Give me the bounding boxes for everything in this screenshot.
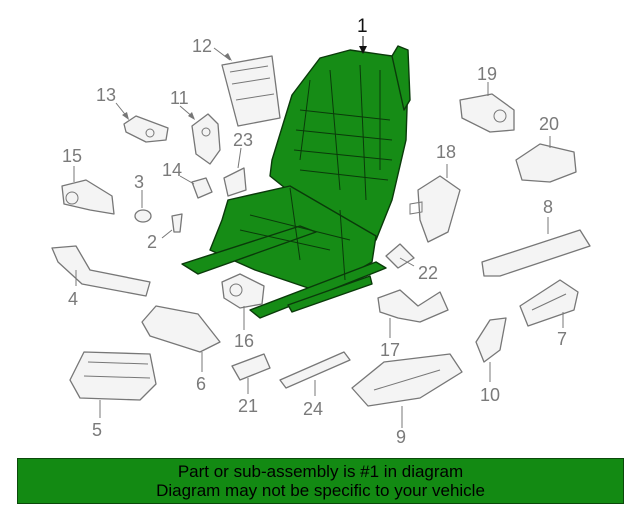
part-12[interactable] — [221, 55, 281, 127]
part-15[interactable] — [61, 179, 115, 215]
callout-24[interactable]: 24 — [303, 399, 324, 419]
callout-6[interactable]: 6 — [196, 374, 207, 394]
part-3[interactable] — [134, 209, 152, 223]
banner-line-2: Diagram may not be specific to your vehi… — [156, 481, 485, 500]
callout-12[interactable]: 12 — [192, 36, 213, 56]
callout-8[interactable]: 8 — [543, 197, 554, 217]
info-banner: Part or sub-assembly is #1 in diagram Di… — [17, 458, 624, 504]
callout-9[interactable]: 9 — [396, 427, 407, 447]
callout-13[interactable]: 13 — [96, 85, 117, 105]
callout-19[interactable]: 19 — [477, 64, 498, 84]
seat-parts-diagram — [51, 36, 591, 428]
part-16[interactable] — [221, 273, 265, 309]
part-22[interactable] — [385, 243, 415, 269]
callout-20[interactable]: 20 — [539, 114, 560, 134]
callout-17[interactable]: 17 — [380, 340, 401, 360]
part-13[interactable] — [123, 115, 169, 143]
callout-3[interactable]: 3 — [134, 172, 145, 192]
part-23[interactable] — [223, 167, 247, 197]
part-9[interactable] — [351, 353, 463, 407]
part-14[interactable] — [191, 177, 213, 199]
part-4[interactable] — [51, 245, 151, 297]
part-11[interactable] — [191, 113, 221, 165]
leader-arrowheads — [122, 46, 367, 120]
part-21[interactable] — [231, 353, 271, 381]
part-10[interactable] — [475, 317, 507, 363]
callout-2[interactable]: 2 — [147, 232, 158, 252]
part-19[interactable] — [459, 93, 515, 133]
callout-5[interactable]: 5 — [92, 420, 103, 440]
part-7[interactable] — [519, 279, 579, 327]
part-17[interactable] — [377, 289, 449, 323]
callout-16[interactable]: 16 — [234, 331, 255, 351]
part-1-seat-frame[interactable] — [181, 45, 411, 319]
part-18[interactable] — [409, 175, 461, 243]
callout-22[interactable]: 22 — [418, 263, 439, 283]
callout-23[interactable]: 23 — [233, 130, 254, 150]
callout-1[interactable]: 1 — [357, 16, 368, 37]
part-2[interactable] — [171, 213, 183, 233]
part-6[interactable] — [141, 305, 221, 353]
callout-18[interactable]: 18 — [436, 142, 457, 162]
part-8[interactable] — [481, 229, 591, 277]
callout-21[interactable]: 21 — [238, 396, 259, 416]
banner-line-1: Part or sub-assembly is #1 in diagram — [177, 462, 464, 481]
callout-15[interactable]: 15 — [62, 146, 83, 166]
callout-14[interactable]: 14 — [162, 160, 183, 180]
part-20[interactable] — [515, 143, 577, 183]
callout-10[interactable]: 10 — [480, 385, 501, 405]
part-5[interactable] — [69, 351, 157, 401]
part-24[interactable] — [279, 351, 351, 389]
callout-4[interactable]: 4 — [68, 289, 79, 309]
callout-11[interactable]: 11 — [170, 88, 189, 108]
callout-7[interactable]: 7 — [557, 329, 568, 349]
